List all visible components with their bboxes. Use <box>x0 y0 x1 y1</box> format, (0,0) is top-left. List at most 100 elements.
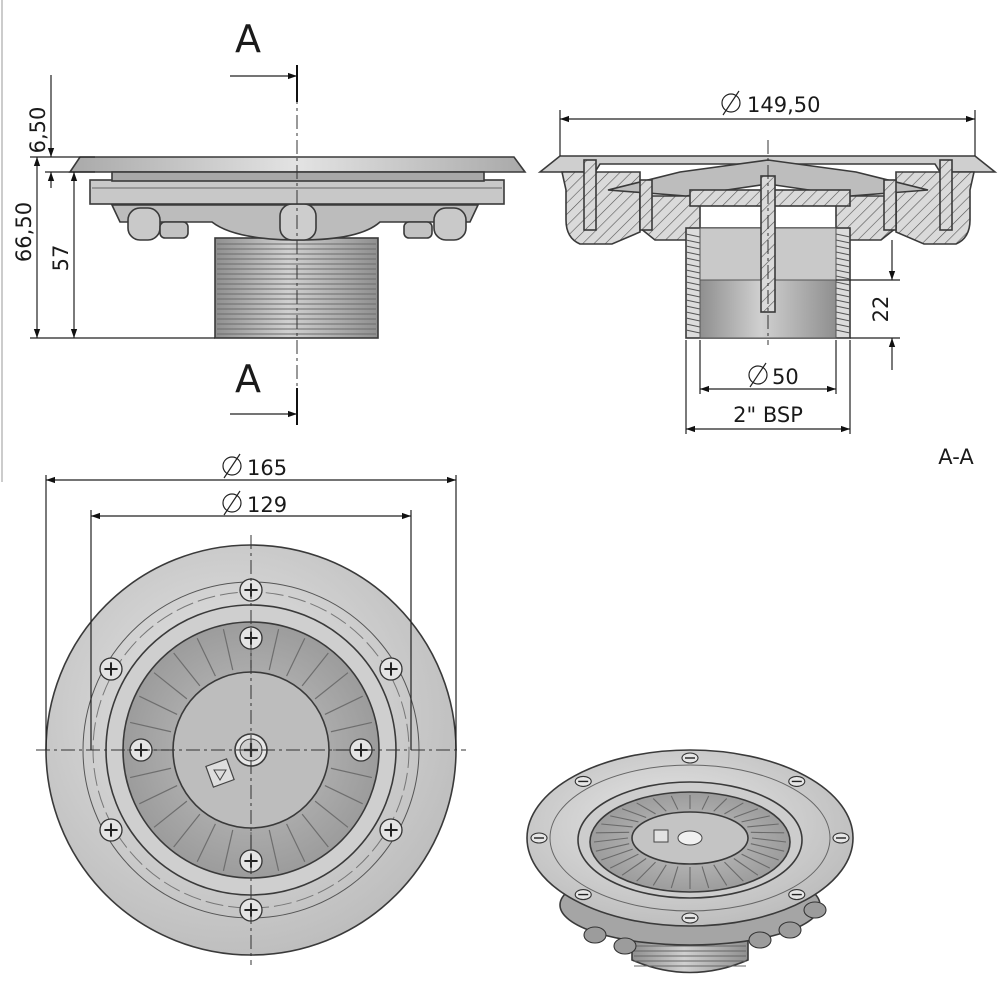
grate-slot <box>636 861 656 882</box>
dim-height-66-50: 66,50 <box>12 202 36 262</box>
thread-line <box>835 233 851 238</box>
grate-slot <box>324 695 363 715</box>
grate-slot <box>621 858 647 876</box>
section-screw <box>639 179 653 231</box>
thread-line <box>685 299 701 304</box>
grate-slot <box>621 808 647 819</box>
thread-line <box>685 323 701 328</box>
dim-height-6-50: 6,50 <box>26 107 50 154</box>
grate-slot <box>139 695 178 715</box>
grate-slot <box>222 628 234 671</box>
grate-slot <box>733 808 759 819</box>
grate-slot <box>173 813 201 848</box>
thread-line <box>835 299 851 304</box>
grate-slot <box>173 652 201 687</box>
thread-line <box>685 281 701 286</box>
screw-icon <box>681 752 699 764</box>
dim-diameter-50: 50 <box>748 362 799 389</box>
section-left-ring <box>561 171 641 245</box>
grate-slot <box>301 813 329 848</box>
bolt-head <box>778 921 802 939</box>
iso-screws <box>530 752 850 924</box>
grate-slot <box>593 837 629 843</box>
section-label-top: A <box>235 17 261 61</box>
svg-text:165: 165 <box>247 456 287 480</box>
side-bolt-head <box>433 207 467 241</box>
screw-icon <box>574 775 592 787</box>
grate-slot <box>652 798 667 812</box>
grate-slot <box>610 815 639 823</box>
thread-line <box>835 275 851 280</box>
iso-center-screw <box>677 830 703 846</box>
grate-slot <box>670 866 679 889</box>
grate-slot <box>129 721 172 733</box>
side-view: A A 6,50 66,50 57 <box>1 0 527 482</box>
grate-slot <box>301 652 329 687</box>
grate-slot <box>601 823 633 828</box>
grate-slot <box>139 785 178 805</box>
grate-slot <box>286 638 306 677</box>
screw-icon <box>832 832 850 844</box>
grate-slot <box>741 815 770 823</box>
screw-icon <box>788 775 806 787</box>
grate-slot <box>636 802 656 815</box>
iso-logo-mark <box>653 829 669 843</box>
thread-line <box>835 251 851 256</box>
section-screw <box>583 159 597 231</box>
grate-slot <box>724 861 744 882</box>
thread-line <box>685 257 701 262</box>
grate-slot <box>268 829 280 872</box>
screw-icon <box>99 818 123 842</box>
iso-bolt-heads <box>583 901 827 955</box>
thread-line <box>835 293 851 298</box>
bolt-head <box>748 931 772 949</box>
screw-icon <box>379 818 403 842</box>
thread-line <box>835 269 851 274</box>
svg-text:50: 50 <box>772 365 799 389</box>
thread-line <box>685 269 701 274</box>
grate-slot <box>750 843 785 852</box>
thread-line <box>685 311 701 316</box>
thread-line <box>685 275 701 280</box>
thread-line <box>685 329 701 334</box>
bolt-head <box>583 926 607 944</box>
grate-slot <box>314 672 349 700</box>
thread-line <box>835 323 851 328</box>
grate-slot <box>601 848 633 861</box>
dim-height-57: 57 <box>49 245 73 272</box>
side-flange-collar <box>111 171 485 182</box>
section-label-bottom: A <box>235 357 261 401</box>
section-view-label: A-A <box>938 445 974 469</box>
thread-line <box>685 263 701 268</box>
bolt-head <box>613 937 637 955</box>
thread-line <box>835 305 851 310</box>
thread-line <box>835 317 851 322</box>
grate-slot <box>747 823 779 828</box>
dim-height-22: 22 <box>869 296 893 323</box>
dim-diameter-149-50: 149,50 <box>721 90 820 117</box>
side-bolt-head <box>159 221 189 239</box>
thread-line <box>685 245 701 250</box>
side-bolt-head <box>279 203 317 241</box>
section-thread-lines <box>685 233 851 334</box>
thread-line <box>835 239 851 244</box>
thread-line <box>835 281 851 286</box>
grate-slot <box>129 767 172 779</box>
side-bolt-head <box>127 207 161 241</box>
dim-diameter-165: 165 <box>222 453 287 480</box>
section-screw <box>883 179 897 231</box>
grate-slot <box>701 866 710 889</box>
thread-line <box>835 311 851 316</box>
grate-slot <box>747 848 779 861</box>
iso-grate-slots <box>593 795 787 889</box>
thread-line <box>835 263 851 268</box>
side-threaded-stem <box>214 237 379 339</box>
thread-line <box>685 317 701 322</box>
grate-slot <box>153 800 188 828</box>
section-screw <box>939 159 953 231</box>
grate-slot <box>652 864 667 886</box>
screw-icon <box>379 657 403 681</box>
grate-slot <box>670 795 679 810</box>
section-right-ring <box>895 171 975 245</box>
grate-slot <box>222 829 234 872</box>
